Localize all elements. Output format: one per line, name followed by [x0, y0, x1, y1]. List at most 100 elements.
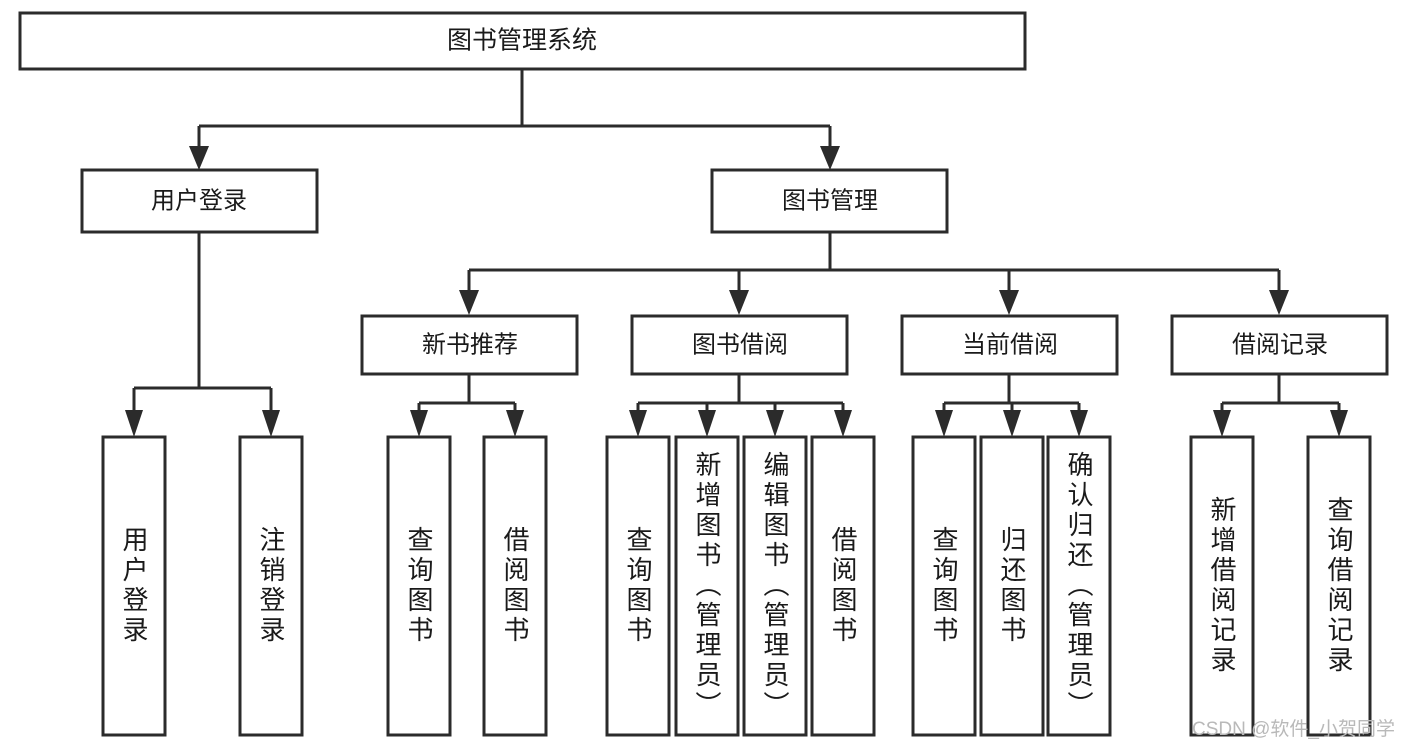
arrowhead-leaf-add-record [1213, 410, 1231, 437]
node-leaf-confirm-return-label: 确认归还（管理员） [1064, 451, 1094, 721]
node-user-login[interactable]: 用户登录 [80, 168, 319, 234]
node-leaf-logout-login-box[interactable] [238, 435, 304, 737]
node-root-box[interactable] [18, 11, 1027, 71]
arrowhead-new-book-recommend [459, 290, 479, 315]
node-borrow-record[interactable]: 借阅记录 [1170, 314, 1389, 376]
arrowhead-book-borrow [729, 290, 749, 315]
arrowhead-leaf-borrow-book-2 [834, 410, 852, 437]
node-leaf-return-book-label: 归还图书 [997, 526, 1027, 646]
node-leaf-edit-book[interactable]: 编辑图书（管理员） [742, 435, 808, 737]
node-leaf-borrow-book-2[interactable]: 借阅图书 [810, 435, 876, 737]
node-leaf-confirm-return-box[interactable] [1046, 435, 1112, 737]
connector-group-borrow-record [1213, 375, 1348, 437]
node-leaf-edit-book-box[interactable] [742, 435, 808, 737]
node-leaf-confirm-return[interactable]: 确认归还（管理员） [1046, 435, 1112, 737]
node-leaf-query-book-1-box[interactable] [386, 435, 452, 737]
node-book-manage-box[interactable] [710, 168, 949, 234]
node-leaf-query-book-3[interactable]: 查询图书 [911, 435, 977, 737]
node-leaf-logout-login-label: 注销登录 [256, 526, 286, 646]
node-leaf-query-record-box[interactable] [1306, 435, 1372, 737]
node-leaf-add-record-box[interactable] [1189, 435, 1255, 737]
node-new-book-recommend[interactable]: 新书推荐 [360, 314, 579, 376]
node-leaf-add-record-label-wrap: 新增借阅记录 [1191, 437, 1253, 735]
node-leaf-return-book-box[interactable] [979, 435, 1045, 737]
node-book-borrow-box[interactable] [630, 314, 849, 376]
node-leaf-add-record-label: 新增借阅记录 [1207, 496, 1237, 676]
node-book-manage[interactable]: 图书管理 [710, 168, 949, 234]
node-leaf-borrow-book-1-label: 借阅图书 [500, 526, 530, 646]
node-leaf-query-book-1-label: 查询图书 [404, 526, 434, 646]
node-leaf-user-login-label: 用户登录 [119, 526, 149, 646]
arrowhead-borrow-record [1269, 290, 1289, 315]
node-leaf-user-login[interactable]: 用户登录 [101, 435, 167, 737]
node-book-manage-label: 图书管理 [782, 187, 878, 214]
node-borrow-record-label: 借阅记录 [1232, 331, 1328, 358]
node-leaf-query-book-1[interactable]: 查询图书 [386, 435, 452, 737]
node-leaf-query-record[interactable]: 查询借阅记录 [1306, 435, 1372, 737]
node-leaf-query-book-2-label-wrap: 查询图书 [607, 437, 669, 735]
node-leaf-logout-login[interactable]: 注销登录 [238, 435, 304, 737]
arrowhead-leaf-query-book-2 [629, 410, 647, 437]
node-current-borrow-label: 当前借阅 [962, 331, 1058, 358]
arrowhead-leaf-query-record [1330, 410, 1348, 437]
node-leaf-borrow-book-2-box[interactable] [810, 435, 876, 737]
arrowhead-leaf-query-book-1 [410, 410, 428, 437]
connector-group-user-login [125, 232, 280, 437]
node-leaf-query-book-3-box[interactable] [911, 435, 977, 737]
arrowhead-leaf-logout-login [262, 410, 280, 437]
node-leaf-logout-login-label-wrap: 注销登录 [240, 437, 302, 735]
arrowhead-leaf-confirm-return [1070, 410, 1088, 437]
node-user-login-label: 用户登录 [151, 187, 247, 214]
node-leaf-add-book-label-wrap: 新增图书（管理员） [676, 437, 738, 735]
node-leaf-add-book-box[interactable] [674, 435, 740, 737]
node-book-borrow[interactable]: 图书借阅 [630, 314, 849, 376]
node-current-borrow[interactable]: 当前借阅 [900, 314, 1119, 376]
node-leaf-edit-book-label: 编辑图书（管理员） [760, 451, 790, 721]
node-user-login-box[interactable] [80, 168, 319, 234]
node-leaf-user-login-label-wrap: 用户登录 [103, 437, 165, 735]
arrowhead-current-borrow [999, 290, 1019, 315]
node-leaf-user-login-box[interactable] [101, 435, 167, 737]
node-leaf-query-book-3-label: 查询图书 [929, 526, 959, 646]
node-leaf-borrow-book-2-label: 借阅图书 [828, 526, 858, 646]
arrowhead-leaf-return-book [1003, 410, 1021, 437]
node-leaf-query-book-2-label: 查询图书 [623, 526, 653, 646]
connector-group-current-borrow [935, 375, 1088, 437]
node-leaf-query-book-1-label-wrap: 查询图书 [388, 437, 450, 735]
node-new-book-recommend-label: 新书推荐 [422, 331, 518, 358]
connector-group-root [189, 68, 840, 170]
connector-group-book-manage [459, 232, 1289, 315]
node-borrow-record-box[interactable] [1170, 314, 1389, 376]
node-leaf-borrow-book-2-label-wrap: 借阅图书 [812, 437, 874, 735]
node-leaf-add-book-label: 新增图书（管理员） [692, 451, 722, 721]
node-root-label: 图书管理系统 [447, 27, 597, 55]
node-leaf-borrow-book-1-box[interactable] [482, 435, 548, 737]
node-leaf-confirm-return-label-wrap: 确认归还（管理员） [1048, 437, 1110, 735]
arrowhead-leaf-add-book [698, 410, 716, 437]
arrowhead-leaf-edit-book [766, 410, 784, 437]
node-current-borrow-box[interactable] [900, 314, 1119, 376]
node-leaf-add-record[interactable]: 新增借阅记录 [1189, 435, 1255, 737]
connector-group-book-borrow [629, 375, 852, 437]
node-leaf-query-record-label-wrap: 查询借阅记录 [1308, 437, 1370, 735]
arrowhead-leaf-borrow-book-1 [506, 410, 524, 437]
node-leaf-query-book-2[interactable]: 查询图书 [605, 435, 671, 737]
connector-group-new-book-recommend [410, 375, 524, 437]
arrowhead-book-manage [820, 146, 840, 170]
node-leaf-add-book[interactable]: 新增图书（管理员） [674, 435, 740, 737]
node-leaf-return-book[interactable]: 归还图书 [979, 435, 1045, 737]
node-book-borrow-label: 图书借阅 [692, 331, 788, 358]
arrowhead-leaf-query-book-3 [935, 410, 953, 437]
node-root[interactable]: 图书管理系统 [18, 11, 1027, 71]
node-new-book-recommend-box[interactable] [360, 314, 579, 376]
arrowhead-user-login [189, 146, 209, 170]
node-leaf-query-record-label: 查询借阅记录 [1324, 496, 1354, 676]
node-leaf-edit-book-label-wrap: 编辑图书（管理员） [744, 437, 806, 735]
node-leaf-borrow-book-1-label-wrap: 借阅图书 [484, 437, 546, 735]
arrowhead-leaf-user-login [125, 410, 143, 437]
node-leaf-borrow-book-1[interactable]: 借阅图书 [482, 435, 548, 737]
node-leaf-query-book-2-box[interactable] [605, 435, 671, 737]
node-leaf-return-book-label-wrap: 归还图书 [981, 437, 1043, 735]
